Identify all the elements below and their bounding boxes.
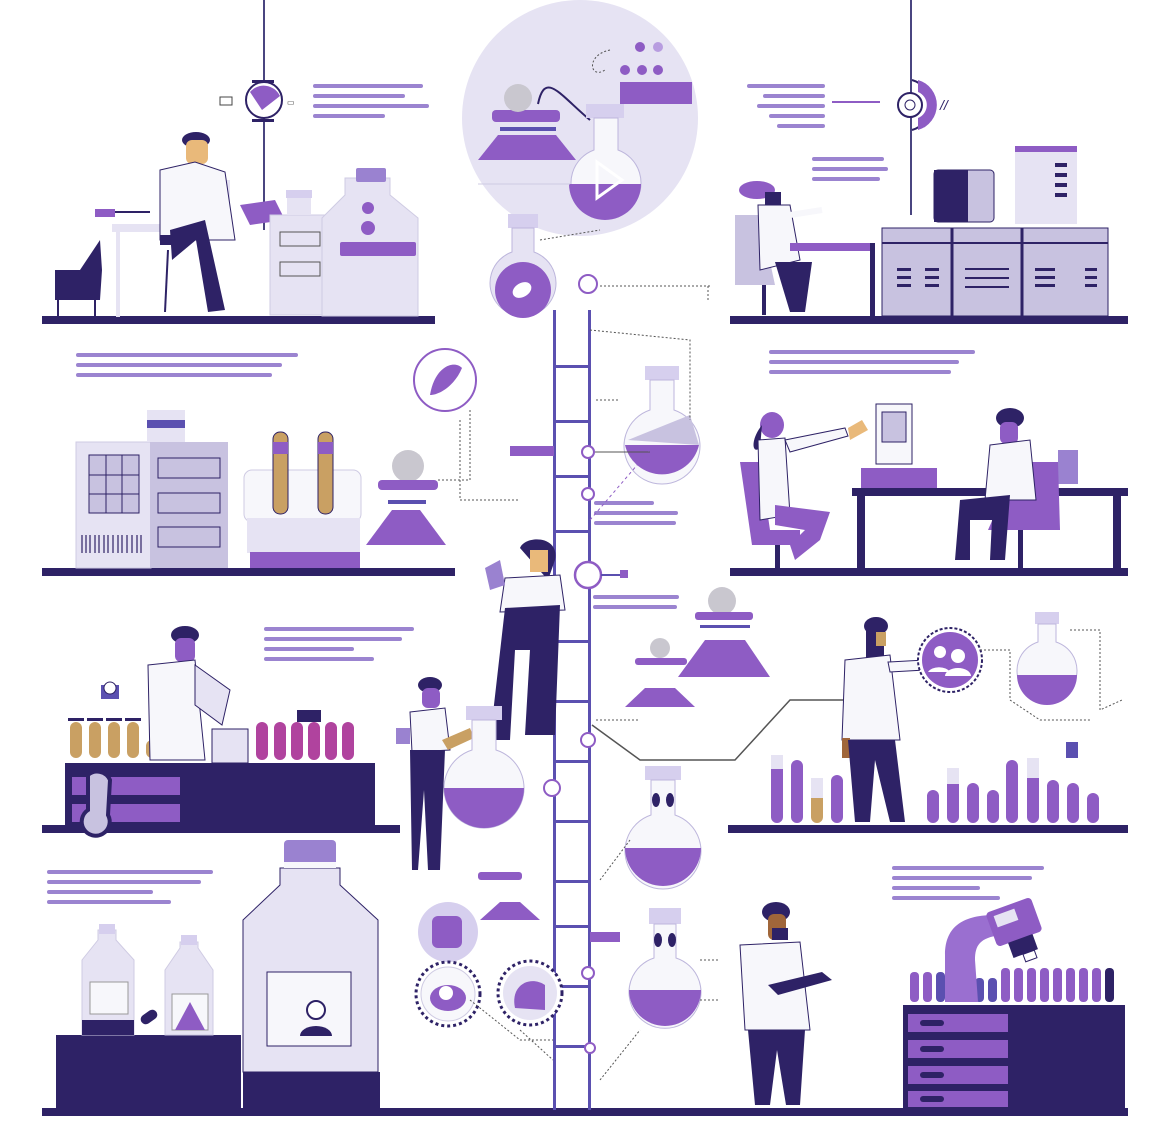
flask-center-row4 [628, 908, 702, 1029]
dotted-connectors [459, 285, 720, 1081]
scene-scientist-flask-row3 [396, 560, 628, 870]
text-block-row2-left [76, 353, 298, 377]
text-block-top-right [745, 84, 825, 128]
scene-bearded-scientist [771, 612, 1123, 823]
flask-round-top [489, 214, 710, 318]
text-block-center-2 [593, 595, 679, 609]
apparatus-center-row3 [591, 587, 860, 761]
gauge-icon-top-right: // [832, 79, 950, 131]
scene-reagent-bottles [56, 840, 380, 1110]
svg-text:▭: ▭ [287, 98, 295, 107]
scene-two-scientists-desk [740, 403, 1128, 568]
text-block-top-right-2 [812, 157, 888, 181]
scene-gear-icons [414, 872, 620, 1061]
flask-center-row2 [438, 366, 701, 521]
text-block-row2-right [769, 350, 975, 374]
apparatus-circle [462, 0, 698, 236]
text-block-row4-right [892, 866, 1044, 900]
magenta-test-tubes [256, 710, 354, 760]
scene-microscope [903, 898, 1125, 1110]
svg-text://: // [939, 97, 950, 113]
shelf-row2-right [730, 568, 1128, 576]
scene-scientist-tubes-row3 [65, 626, 375, 838]
scene-analyzer [75, 348, 477, 569]
shelf-row2-left [42, 568, 455, 576]
microscope-tube-rack [910, 968, 1114, 1002]
purple-test-tubes-row3 [771, 742, 1099, 823]
ladder-rail-right [588, 310, 591, 1110]
flask-center-row3 [624, 766, 702, 890]
scene-scientist-seated [55, 132, 419, 317]
text-block-center [594, 501, 678, 525]
gauge-icon-top-left: ▭ [219, 80, 295, 122]
shelf-row3-right [728, 825, 1128, 833]
scene-scientist-workbench [735, 146, 1109, 317]
shelf-floor [42, 1108, 1128, 1116]
shelf-row1-right [730, 316, 1128, 324]
text-block-row4-left [47, 870, 213, 904]
shelf-row1-left [42, 316, 435, 324]
text-block-row3-left [264, 627, 414, 661]
scene-scientist-tablet [739, 902, 832, 1105]
scene-scientist-on-ladder [485, 539, 566, 740]
shelf-row3-left [42, 825, 400, 833]
text-block-top-left [313, 84, 429, 118]
